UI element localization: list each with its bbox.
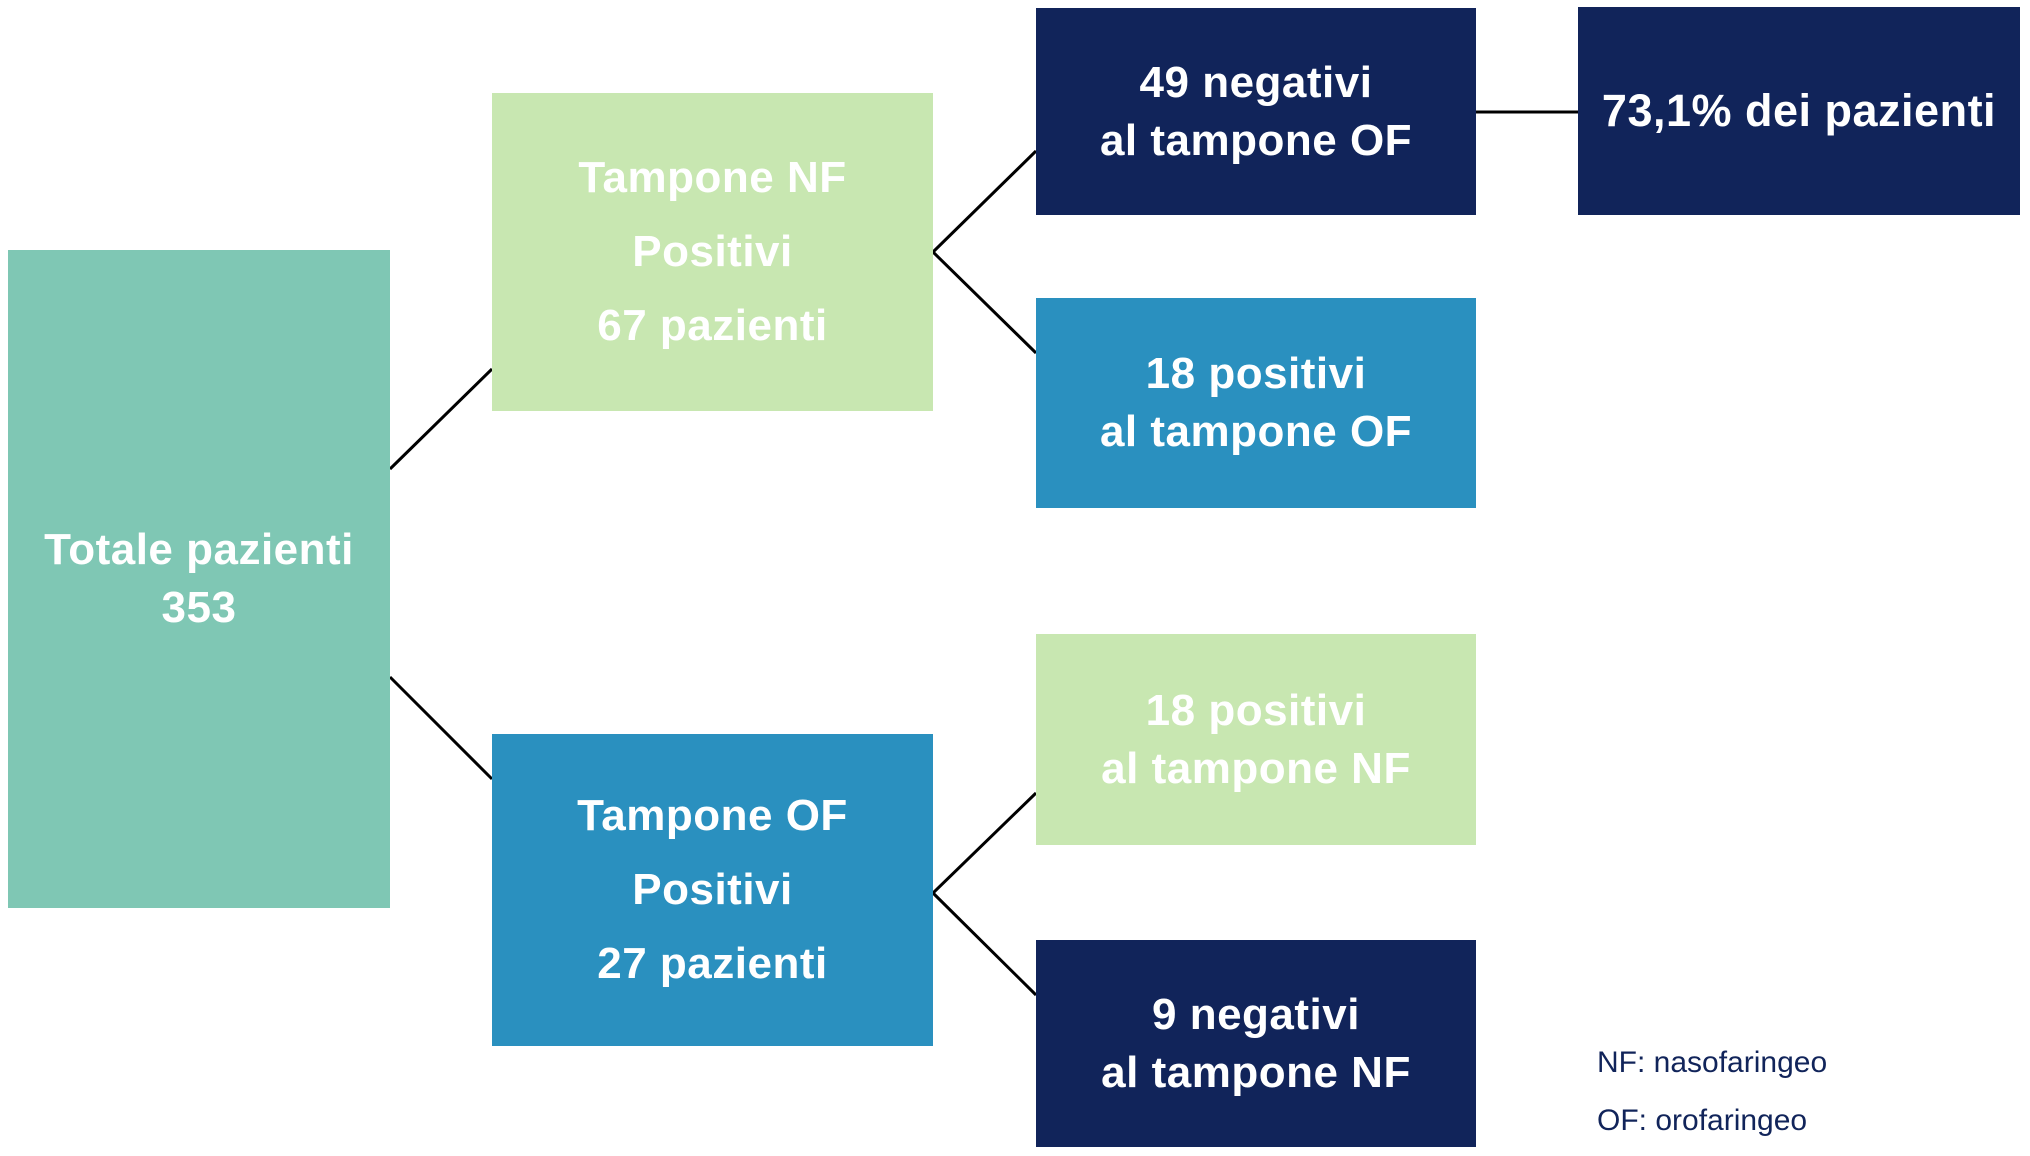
node-line: al tampone OF (1099, 407, 1413, 456)
node-nf-pos-of-positive: 18 positivi al tampone OF (1036, 298, 1476, 508)
node-line: 353 (161, 583, 237, 632)
node-line: 9 negativi (1152, 989, 1360, 1039)
node-line: Positivi (632, 227, 793, 276)
node-line: 18 positivi (1145, 349, 1367, 398)
node-of-swab-positive: Tampone OF Positivi 27 pazienti (492, 734, 933, 1046)
node-nf-swab-positive: Tampone NF Positivi 67 pazienti (492, 93, 933, 411)
node-percent-of-patients: 73,1% dei pazienti (1578, 7, 2020, 215)
node-of-pos-nf-positive: 18 positivi al tampone NF (1036, 634, 1476, 845)
node-line: al tampone NF (1101, 743, 1411, 793)
node-of-pos-nf-negative: 9 negativi al tampone NF (1036, 940, 1476, 1147)
node-nf-pos-of-negative: 49 negativi al tampone OF (1036, 8, 1476, 215)
node-line: 49 negativi (1139, 57, 1373, 107)
connector-nf-to-neg49 (931, 149, 1038, 254)
connector-total-to-nf (388, 367, 494, 471)
node-total-patients: Totale pazienti 353 (8, 250, 390, 908)
abbreviation-legend: NF: nasofaringeo OF: orofaringeo (1597, 1034, 1827, 1150)
connector-nf-to-pos18of (931, 250, 1038, 355)
node-line: 67 pazienti (597, 301, 828, 350)
legend-nf-definition: NF: nasofaringeo (1597, 1046, 1828, 1079)
connector-total-to-of (388, 675, 494, 781)
connector-of-to-pos18nf (931, 791, 1038, 895)
node-line: 73,1% dei pazienti (1601, 85, 1997, 136)
node-line: Positivi (632, 865, 793, 914)
node-line: al tampone OF (1099, 115, 1413, 165)
legend-of-definition: OF: orofaringeo (1597, 1104, 1808, 1137)
node-line: Tampone OF (577, 791, 848, 840)
connector-of-to-neg9 (931, 891, 1038, 997)
node-line: Tampone NF (578, 153, 847, 202)
node-line: 18 positivi (1145, 685, 1367, 735)
node-line: al tampone NF (1101, 1047, 1411, 1097)
node-line: 27 pazienti (597, 939, 828, 988)
node-line: Totale pazienti (44, 525, 354, 574)
